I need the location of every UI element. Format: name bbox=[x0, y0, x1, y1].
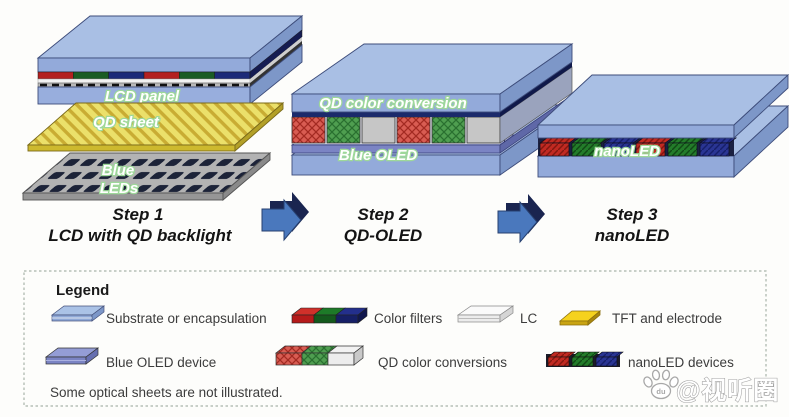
watermark: du @视听圈 bbox=[643, 369, 779, 406]
baidu-paw-icon bbox=[643, 369, 679, 400]
blue-leds-label-line2: LEDs bbox=[100, 180, 138, 197]
qd-conversion-bar-icon bbox=[274, 345, 365, 366]
top-substrate-slab bbox=[536, 73, 789, 140]
nanoled-segments bbox=[538, 137, 738, 157]
step1-subtitle: LCD with QD backlight bbox=[48, 226, 233, 245]
legend-label-blue-oled: Blue OLED device bbox=[106, 355, 216, 370]
step3-subtitle: nanoLED bbox=[595, 226, 670, 245]
lcd-panel-slab bbox=[37, 44, 303, 105]
blue-oled-label: Blue OLED bbox=[339, 147, 418, 164]
blue-led-plate bbox=[21, 152, 272, 201]
blue-oled-slab-icon bbox=[44, 347, 100, 365]
legend-label-lc: LC bbox=[520, 311, 538, 326]
arrow-step1-to-step2-icon bbox=[261, 192, 309, 242]
legend-label-nanoled-devices: nanoLED devices bbox=[628, 355, 734, 370]
color-filters-icon bbox=[291, 307, 368, 324]
legend-label-substrate: Substrate or encapsulation bbox=[106, 311, 267, 326]
legend-label-color-filters: Color filters bbox=[374, 311, 443, 326]
step3-title: Step 3 bbox=[606, 205, 658, 224]
watermark-handle: @视听圈 bbox=[676, 377, 779, 405]
arrow-step2-to-step3-icon bbox=[497, 194, 545, 244]
legend-label-qd-conversions: QD color conversions bbox=[378, 355, 507, 370]
electrode-strip bbox=[292, 62, 572, 117]
substrate-slab-icon bbox=[50, 305, 106, 322]
lc-slab-icon bbox=[456, 305, 515, 323]
legend-panel: Legend Substrate or encapsulation Color … bbox=[23, 270, 767, 407]
tft-sheet-icon bbox=[558, 310, 602, 326]
step2-qdoled-stack: QD color conversion Blue OLED Step 2 QD-… bbox=[290, 43, 574, 245]
step1-lcd-stack: LCD panel QD sheet Blue LEDs Step 1 LCD … bbox=[21, 15, 304, 245]
qd-conversion-blocks bbox=[291, 66, 573, 144]
nanoled-label: nanoLED bbox=[594, 143, 660, 160]
step1-title: Step 1 bbox=[112, 205, 163, 224]
lcd-panel-label: LCD panel bbox=[105, 88, 180, 105]
nanoled-bar-icon bbox=[546, 351, 624, 367]
legend-border bbox=[23, 270, 767, 407]
legend-title: Legend bbox=[56, 282, 109, 299]
top-substrate-slab bbox=[290, 43, 574, 113]
qd-sheet bbox=[26, 102, 285, 152]
substrate-slab bbox=[36, 15, 304, 73]
qd-color-conversion-label: QD color conversion bbox=[319, 95, 467, 112]
blue-leds-label-line1: Blue bbox=[102, 162, 135, 179]
legend-label-tft: TFT and electrode bbox=[612, 311, 722, 326]
step2-subtitle: QD-OLED bbox=[344, 226, 422, 245]
qd-sheet-label: QD sheet bbox=[93, 114, 160, 131]
step3-nanoled-stack: nanoLED Step 3 nanoLED bbox=[536, 73, 789, 245]
baidu-paw-du-text: du bbox=[656, 387, 666, 396]
step2-title: Step 2 bbox=[357, 205, 409, 224]
legend-note: Some optical sheets are not illustrated. bbox=[50, 385, 283, 400]
